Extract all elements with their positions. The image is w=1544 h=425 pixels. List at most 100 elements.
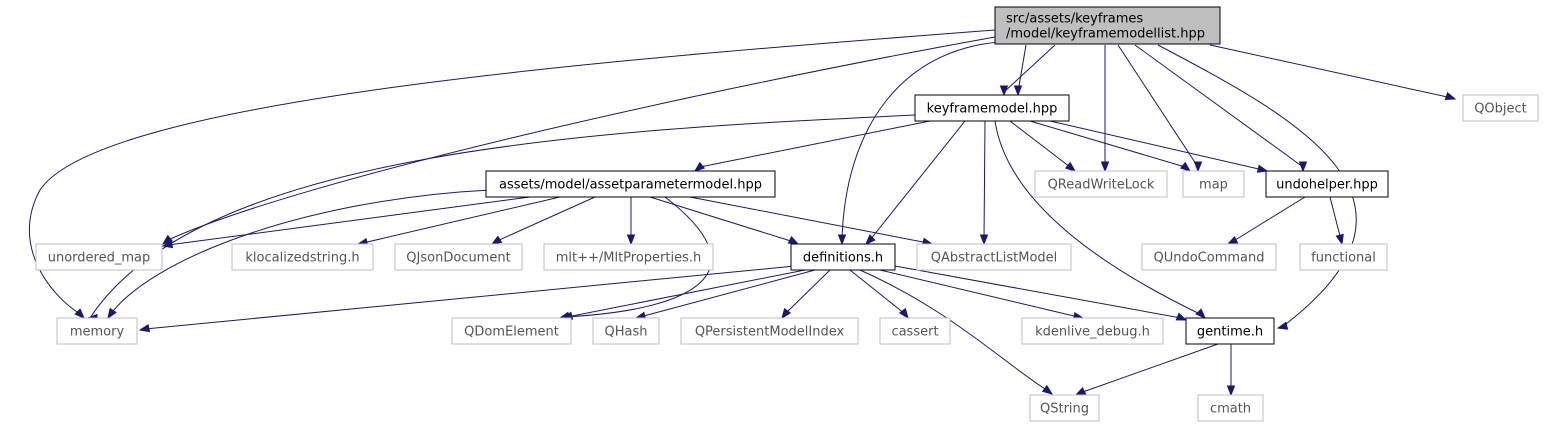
dependency-edge [994,120,1203,316]
node-label: QReadWriteLock [1048,178,1155,193]
node-label: assets/model/assetparametermodel.hpp [499,178,762,193]
dependency-edge [1157,44,1357,328]
node-box [485,170,776,198]
arrowhead [107,307,117,320]
node-label: src/assets/keyframes [1006,12,1143,27]
node-label: functional [1311,251,1376,266]
node-label: memory [70,325,125,340]
node-box [35,243,163,271]
dependency-edge [1231,196,1306,243]
arrowhead [1013,85,1023,97]
node-qpersistentmodelindex: QPersistentModelIndex [680,317,859,345]
dependency-edge [566,269,806,318]
node-functional: functional [1299,243,1388,271]
arrowhead [1100,161,1110,173]
node-label: gentime.h [1197,325,1263,340]
node-label: QHash [605,325,648,340]
dependency-edge [699,120,931,168]
arrowhead [626,234,636,246]
node-undohelper[interactable]: undohelper.hpp [1265,170,1389,198]
node-label: klocalizedstring.h [245,251,359,266]
dependency-edge [28,29,996,315]
node-box [1141,243,1277,271]
node-box [914,94,1070,122]
node-qabstractlistmodel: QAbstractListModel [916,243,1072,271]
node-box [543,243,714,271]
arrowhead [1064,161,1077,172]
node-box [394,243,523,271]
node-box [56,317,138,345]
dependency-edge [109,189,491,316]
node-box [879,317,951,345]
dependency-edge [496,196,596,242]
dependency-edge [1003,44,1056,93]
node-box [1462,94,1539,122]
arrowhead [898,307,909,320]
node-label: definitions.h [803,251,883,266]
arrowhead [979,234,989,246]
node-box [1182,170,1245,198]
node-qreadwritelock: QReadWriteLock [1034,170,1168,198]
arrowhead [1444,91,1457,101]
arrowhead [1175,312,1188,321]
dependency-edge [1049,120,1264,171]
node-box [916,243,1072,271]
node-definitions[interactable]: definitions.h [790,243,896,271]
node-box [1034,170,1168,198]
node-box [1021,317,1164,345]
arrowhead [1041,384,1054,395]
arrowhead [837,234,847,246]
arrowhead [1335,233,1344,246]
node-box [1299,243,1388,271]
dependency-edge [1134,44,1304,168]
node-root[interactable]: src/assets/keyframes/model/keyframemodel… [994,6,1221,45]
node-klocalizedstring: klocalizedstring.h [231,243,374,271]
dependency-edge [167,196,531,246]
node-cassert: cassert [879,317,951,345]
arrowhead [161,239,174,249]
node-box [1265,170,1389,198]
dependency-edge [144,265,796,330]
node-box [451,317,572,345]
arrowhead [1256,164,1269,173]
dependency-edge [1209,44,1453,99]
arrowhead [1226,385,1236,397]
dependency-edge [639,269,816,318]
arrowhead [1193,161,1203,173]
node-qjsondocument: QJsonDocument [394,243,523,271]
arrowhead [1298,161,1308,173]
arrowhead [1276,321,1289,330]
dependency-edge [1117,44,1199,168]
node-assetparametermodel[interactable]: assets/model/assetparametermodel.hpp [485,170,776,198]
arrowhead [138,323,151,333]
dependency-edge [1329,196,1342,241]
node-box [592,317,660,345]
node-gentime[interactable]: gentime.h [1185,317,1275,345]
node-label: QAbstractListModel [931,251,1058,266]
dependency-edge [563,196,712,318]
dependency-edge [167,36,996,241]
dependency-edge [689,196,929,244]
node-keyframemodel[interactable]: keyframemodel.hpp [914,94,1070,122]
node-qdomelement: QDomElement [451,317,572,345]
dependency-edge [1017,44,1027,93]
arrowhead [787,235,800,245]
arrowhead [1195,308,1206,319]
dependency-edge [879,269,1079,318]
dependency-edge [1029,120,1186,168]
node-box [790,243,896,271]
node-kdenlive-debug: kdenlive_debug.h [1021,317,1164,345]
node-label: QDomElement [464,325,559,340]
node-map: map [1182,170,1245,198]
arrowhead [1226,235,1239,245]
node-box [680,317,859,345]
node-label: keyframemodel.hpp [927,102,1058,117]
node-box [1197,394,1264,422]
dependency-edge [894,265,1182,319]
dependency-edge [869,120,966,241]
arrowhead [490,235,503,245]
dependency-edge [362,196,561,244]
nodes-layer: src/assets/keyframes/model/keyframemodel… [35,6,1539,422]
node-box [1185,317,1275,345]
dependency-edge [1009,120,1071,168]
